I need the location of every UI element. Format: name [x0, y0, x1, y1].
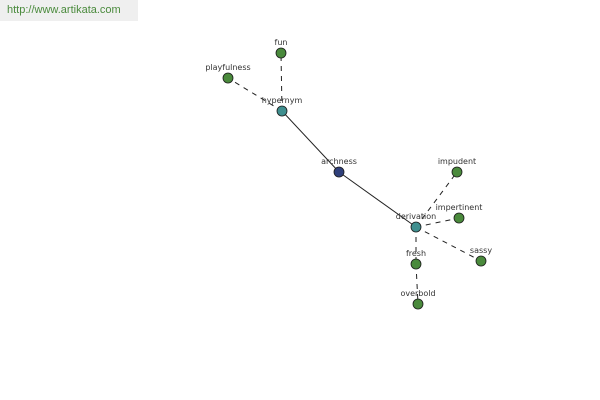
- edge-derivation-impertinent: [415, 217, 460, 228]
- node-fun[interactable]: [275, 47, 287, 59]
- node-label-fresh: fresh: [406, 249, 426, 258]
- node-fresh[interactable]: [410, 258, 422, 270]
- node-label-fun: fun: [275, 38, 288, 47]
- node-label-impudent: impudent: [438, 157, 476, 166]
- node-derivation[interactable]: [410, 221, 422, 233]
- node-archness[interactable]: [333, 166, 345, 178]
- edge-derivation-sassy: [415, 226, 482, 262]
- node-impudent[interactable]: [451, 166, 463, 178]
- edge-fresh-overbold: [415, 263, 419, 305]
- node-playfulness[interactable]: [222, 72, 234, 84]
- edge-archness-hypernym: [281, 110, 340, 173]
- edge-hypernym-playfulness: [227, 77, 283, 112]
- url-banner[interactable]: http://www.artikata.com: [0, 0, 138, 21]
- node-impertinent[interactable]: [453, 212, 465, 224]
- node-label-hypernym: hypernym: [262, 96, 303, 105]
- nodes-layer: archness hypernym derivation fun playfulness…: [205, 38, 492, 310]
- edges-layer: [227, 52, 482, 305]
- node-label-impertinent: impertinent: [436, 203, 483, 212]
- node-overbold[interactable]: [412, 298, 424, 310]
- node-label-overbold: overbold: [400, 289, 435, 298]
- node-label-derivation: derivation: [396, 212, 436, 221]
- node-label-playfulness: playfulness: [205, 63, 250, 72]
- node-sassy[interactable]: [475, 255, 487, 267]
- node-label-archness: archness: [321, 157, 357, 166]
- node-label-sassy: sassy: [470, 246, 492, 255]
- url-link[interactable]: http://www.artikata.com: [7, 4, 121, 16]
- edge-derivation-impudent: [415, 171, 458, 228]
- node-hypernym[interactable]: [276, 105, 288, 117]
- edge-archness-derivation: [338, 171, 417, 228]
